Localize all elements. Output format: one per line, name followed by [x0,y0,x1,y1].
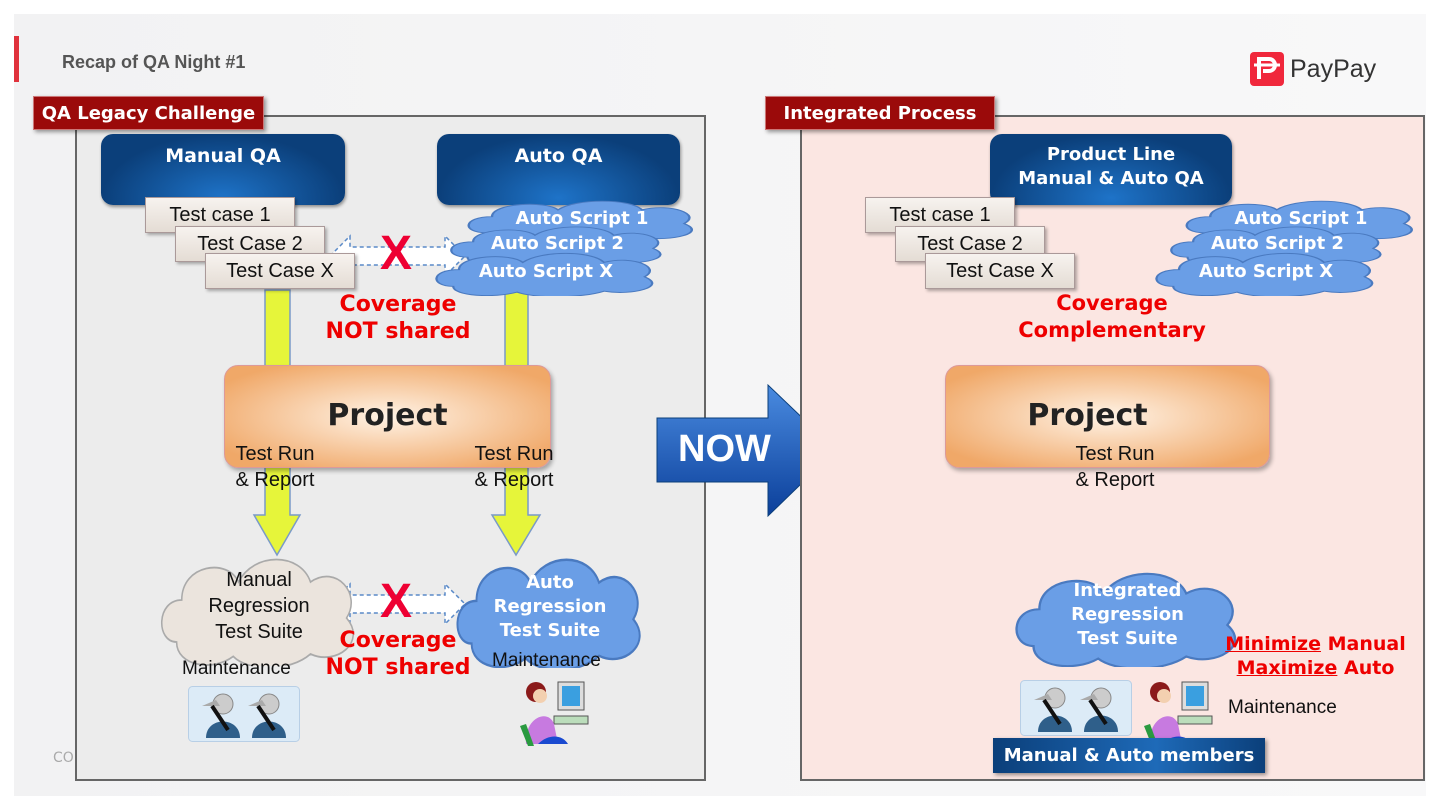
maintenance-label-manual: Maintenance [182,658,291,679]
not-shared-x-bottom: X [380,575,413,628]
test-run-report-auto: Test Run& Report [474,443,554,491]
minimize-maximize-note: Minimize Manual Maximize Auto [1225,633,1406,679]
page-title: Recap of QA Night #1 [62,52,246,72]
test-case-x: Test Case X [205,253,355,289]
now-label: NOW [678,428,771,470]
maintenance-label-auto: Maintenance [492,650,601,671]
auto-script-2-cloud: Auto Script 2 [445,222,670,266]
test-run-report-manual: Test Run& Report [235,443,315,491]
auto-qa-box: Auto QA [437,134,680,205]
test-case-x-right: Test Case X [925,253,1075,289]
project-box-left: Project [224,365,551,468]
manual-testers-icon [188,686,300,742]
auto-script-x-cloud-right: Auto Script X [1150,248,1382,296]
automation-engineer-icon-right [1144,681,1213,746]
not-shared-arrow-bottom [328,582,467,626]
footer-copyright: CO [53,750,74,766]
paypay-logo-icon [1250,52,1284,86]
automation-engineer-icon [520,681,589,746]
accent-bar [14,36,19,82]
manual-testers-icon-right [1020,680,1132,736]
auto-script-x-cloud: Auto Script X [430,248,662,296]
legacy-tag: QA Legacy Challenge [33,96,264,130]
members-label: Manual & Auto members [993,738,1265,773]
project-box-right: Project [945,365,1270,468]
maintenance-label-integrated: Maintenance [1228,697,1337,718]
test-run-report-integrated: Test Run& Report [1075,443,1155,491]
auto-script-2-cloud-right: Auto Script 2 [1165,222,1390,266]
not-shared-x-top: X [380,227,413,280]
paypay-logo: PayPay [1250,52,1376,86]
manual-qa-box: Manual QA [101,134,345,205]
integrated-tag: Integrated Process [765,96,995,130]
